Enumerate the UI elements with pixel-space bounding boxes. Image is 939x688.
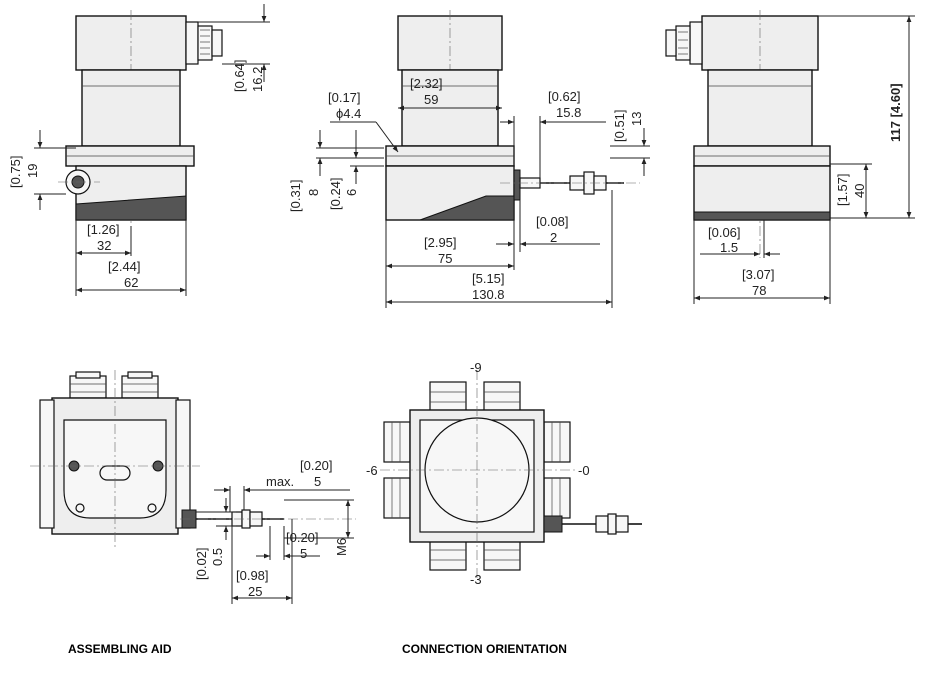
dim-1.5: 1.5 bbox=[720, 240, 738, 255]
orientation-right-label: -0 bbox=[578, 463, 590, 478]
dim-5-bottom: 5 bbox=[300, 546, 307, 561]
dim-8: 8 bbox=[306, 189, 321, 196]
dim-0.24: [0.24] bbox=[328, 177, 343, 210]
dim-25: 25 bbox=[248, 584, 262, 599]
dim-0.08: [0.08] bbox=[536, 214, 569, 229]
dim-phi4.4: ϕ4.4 bbox=[336, 106, 361, 121]
dim-0.31: [0.31] bbox=[288, 179, 303, 212]
caption-connection-orientation: CONNECTION ORIENTATION bbox=[402, 642, 567, 656]
dim-5-top: 5 bbox=[314, 474, 321, 489]
dim-max: max. bbox=[266, 474, 294, 489]
dim-130.8: 130.8 bbox=[472, 287, 505, 302]
front-view-right: 117 [4.60] [1.57] 40 [0.06] 1.5 [3.07] 7… bbox=[665, 10, 915, 304]
dim-13: 13 bbox=[629, 112, 644, 126]
caption-assembling-aid: ASSEMBLING AID bbox=[68, 642, 172, 656]
dim-78: 78 bbox=[752, 283, 766, 298]
side-view-middle: [0.31] 8 [0.24] 6 [0.17] ϕ4.4 [2.32] 59 … bbox=[288, 10, 650, 308]
dim-40: 40 bbox=[852, 184, 867, 198]
dim-0.02: [0.02] bbox=[194, 547, 209, 580]
dim-2.44: [2.44] bbox=[108, 259, 141, 274]
dim-0.51: [0.51] bbox=[612, 109, 627, 142]
orientation-bottom-label: -3 bbox=[470, 572, 482, 587]
dim-0.75: [0.75] bbox=[8, 155, 23, 188]
dim-0.62: [0.62] bbox=[548, 89, 581, 104]
dim-3.07: [3.07] bbox=[742, 267, 775, 282]
dim-2: 2 bbox=[550, 230, 557, 245]
dim-0.06: [0.06] bbox=[708, 225, 741, 240]
dim-16.2: 16.2 bbox=[250, 67, 265, 92]
dim-15.8: 15.8 bbox=[556, 105, 581, 120]
dim-0.17: [0.17] bbox=[328, 90, 361, 105]
dim-0.20-bottom: [0.20] bbox=[286, 530, 319, 545]
orientation-left-label: -6 bbox=[366, 463, 378, 478]
dim-59: 59 bbox=[424, 92, 438, 107]
dim-117: 117 [4.60] bbox=[888, 83, 903, 142]
dim-2.95: [2.95] bbox=[424, 235, 457, 250]
connection-orientation-view: -9 -0 -6 -3 bbox=[366, 360, 642, 587]
orientation-top-label: -9 bbox=[470, 360, 482, 375]
assembling-aid-view: [0.20] max. 5 M6 [0.20] 5 [0.02] 0.5 [0.… bbox=[30, 370, 356, 604]
dim-0.64: [0.64] bbox=[232, 59, 247, 92]
dim-62: 62 bbox=[124, 275, 138, 290]
dim-1.26: [1.26] bbox=[87, 222, 120, 237]
dim-0.5: 0.5 bbox=[210, 548, 225, 566]
dim-0.20-top: [0.20] bbox=[300, 458, 333, 473]
dim-75: 75 bbox=[438, 251, 452, 266]
dim-32: 32 bbox=[97, 238, 111, 253]
dim-5.15: [5.15] bbox=[472, 271, 505, 286]
front-view-left: [0.64] 16.2 [0.75] 19 [1.26] 32 [2.44] 6… bbox=[8, 4, 270, 296]
dim-1.57: [1.57] bbox=[835, 173, 850, 206]
dim-2.32: [2.32] bbox=[410, 76, 443, 91]
dim-M6: M6 bbox=[334, 538, 349, 556]
dim-0.98: [0.98] bbox=[236, 568, 269, 583]
dim-6: 6 bbox=[344, 189, 359, 196]
dim-19: 19 bbox=[25, 164, 40, 178]
